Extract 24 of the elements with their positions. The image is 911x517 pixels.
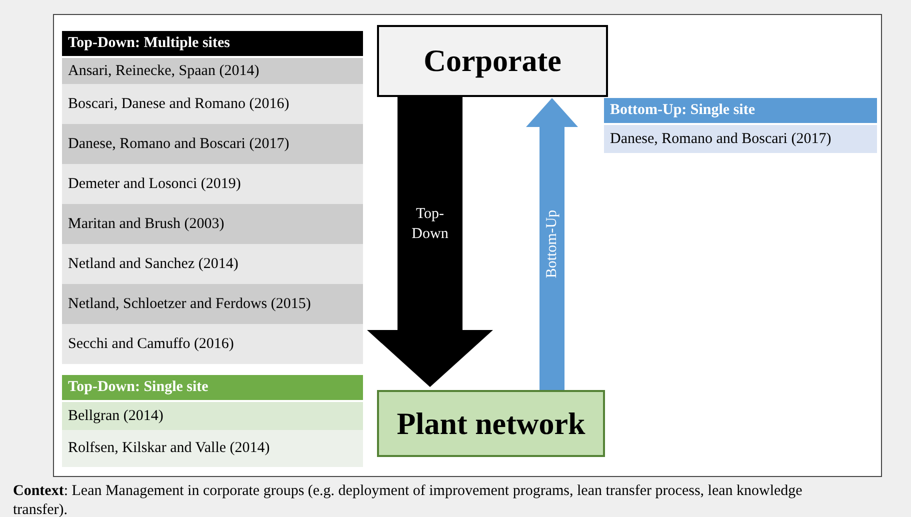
table-cell: Netland and Sanchez (2014) bbox=[62, 244, 363, 284]
caption-text: Context: Lean Management in corporate groups (e.g. deployment of improvement programs, lean transfer process, lean knowledge transfer). bbox=[13, 482, 804, 517]
reference-table bbox=[604, 98, 877, 153]
reference-table bbox=[62, 31, 363, 364]
table-cell: Netland, Schloetzer and Ferdows (2015) bbox=[62, 284, 363, 324]
table-cell: Danese, Romano and Boscari (2017) bbox=[62, 124, 363, 164]
table-cell: Ansari, Reinecke, Spaan (2014) bbox=[62, 58, 363, 84]
arrow bbox=[367, 97, 493, 387]
table-cell: Maritan and Brush (2003) bbox=[62, 204, 363, 244]
table-cell: Rolfsen, Kilskar and Valle (2014) bbox=[62, 430, 363, 467]
arrow bbox=[526, 98, 578, 390]
table-cell: Secchi and Camuffo (2016) bbox=[62, 324, 363, 364]
reference-table bbox=[62, 375, 363, 467]
table-cell: Danese, Romano and Boscari (2017) bbox=[604, 125, 877, 153]
table-header: Bottom-Up: Single site bbox=[604, 98, 877, 123]
table-cell: Demeter and Losonci (2019) bbox=[62, 164, 363, 204]
edge-label: Top-Down bbox=[410, 204, 450, 244]
edge-label: Bottom-Up bbox=[543, 208, 561, 280]
corporate-box: Corporate bbox=[377, 25, 608, 97]
table-header: Top-Down: Single site bbox=[62, 375, 363, 400]
table-cell: Bellgran (2014) bbox=[62, 402, 363, 430]
table-header: Top-Down: Multiple sites bbox=[62, 31, 363, 56]
plant-network-box: Plant network bbox=[377, 390, 605, 457]
table-cell: Boscari, Danese and Romano (2016) bbox=[62, 84, 363, 124]
